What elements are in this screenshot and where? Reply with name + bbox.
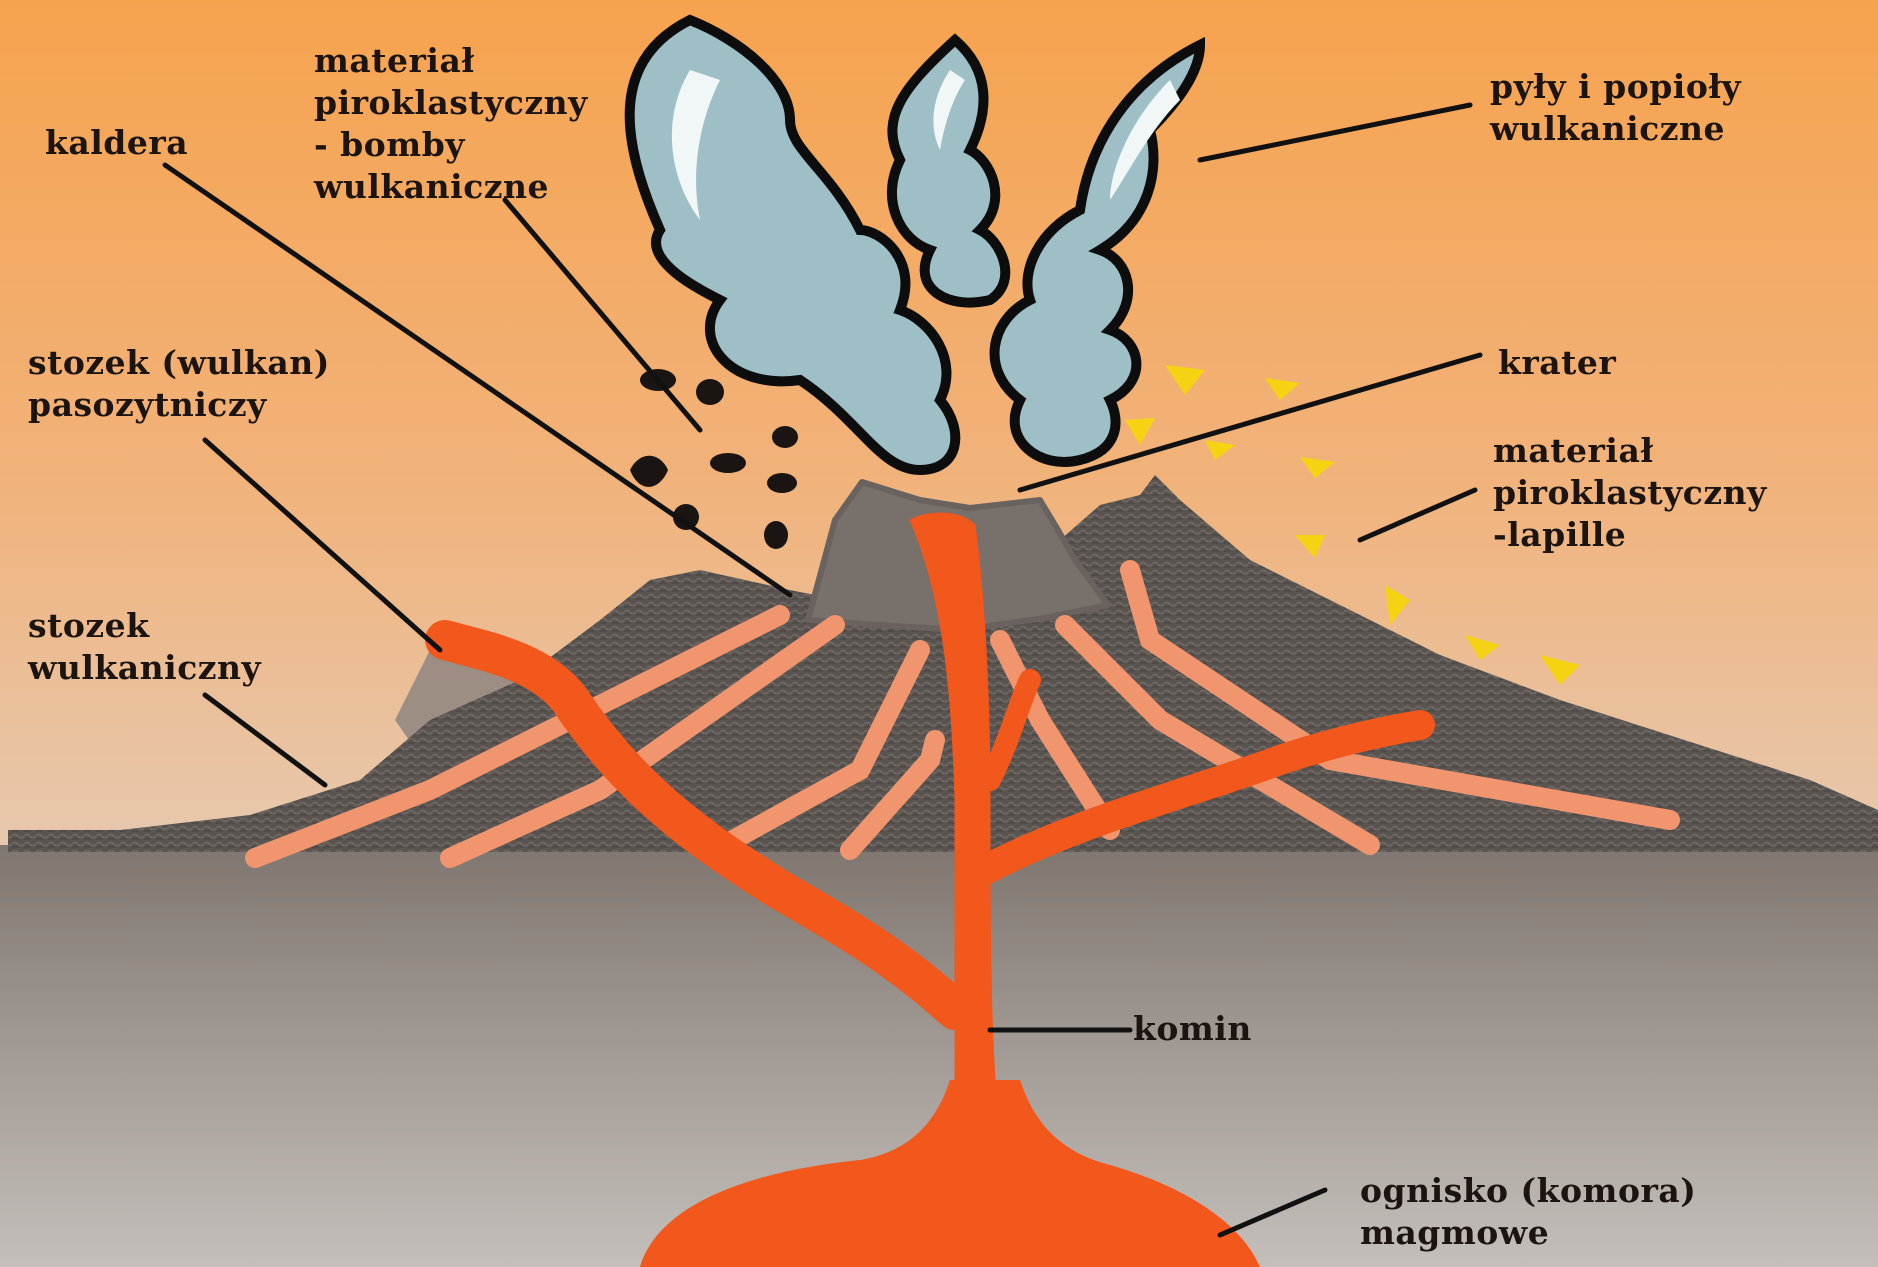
- label-kaldera: kaldera: [45, 122, 188, 164]
- label-pyly-i-popioly: pyły i popioły wulkaniczne: [1490, 66, 1741, 150]
- label-line: stozek (wulkan): [28, 342, 330, 384]
- label-line: - bomby: [314, 124, 588, 166]
- label-line: piroklastyczny: [314, 82, 588, 124]
- label-line: materiał: [1493, 430, 1767, 472]
- label-krater: krater: [1498, 342, 1616, 384]
- label-line: wulkaniczny: [28, 647, 261, 689]
- label-line: ognisko (komora): [1360, 1170, 1696, 1212]
- label-line: magmowe: [1360, 1212, 1696, 1254]
- label-line: materiał: [314, 40, 588, 82]
- label-line: komin: [1133, 1008, 1252, 1050]
- label-line: pasozytniczy: [28, 384, 330, 426]
- label-material-lapille: materiał piroklastyczny -lapille: [1493, 430, 1767, 556]
- label-line: piroklastyczny: [1493, 472, 1767, 514]
- label-line: -lapille: [1493, 514, 1767, 556]
- label-ognisko-magmowe: ognisko (komora) magmowe: [1360, 1170, 1696, 1254]
- label-komin: komin: [1133, 1008, 1252, 1050]
- label-line: stozek: [28, 605, 261, 647]
- label-material-bomby: materiał piroklastyczny - bomby wulkanic…: [314, 40, 588, 208]
- label-line: wulkaniczne: [314, 166, 588, 208]
- label-line: pyły i popioły: [1490, 66, 1741, 108]
- label-line: krater: [1498, 342, 1616, 384]
- label-stozek-wulkaniczny: stozek wulkaniczny: [28, 605, 261, 689]
- label-stozek-pasozytniczy: stozek (wulkan) pasozytniczy: [28, 342, 330, 426]
- label-line: wulkaniczne: [1490, 108, 1741, 150]
- label-line: kaldera: [45, 122, 188, 164]
